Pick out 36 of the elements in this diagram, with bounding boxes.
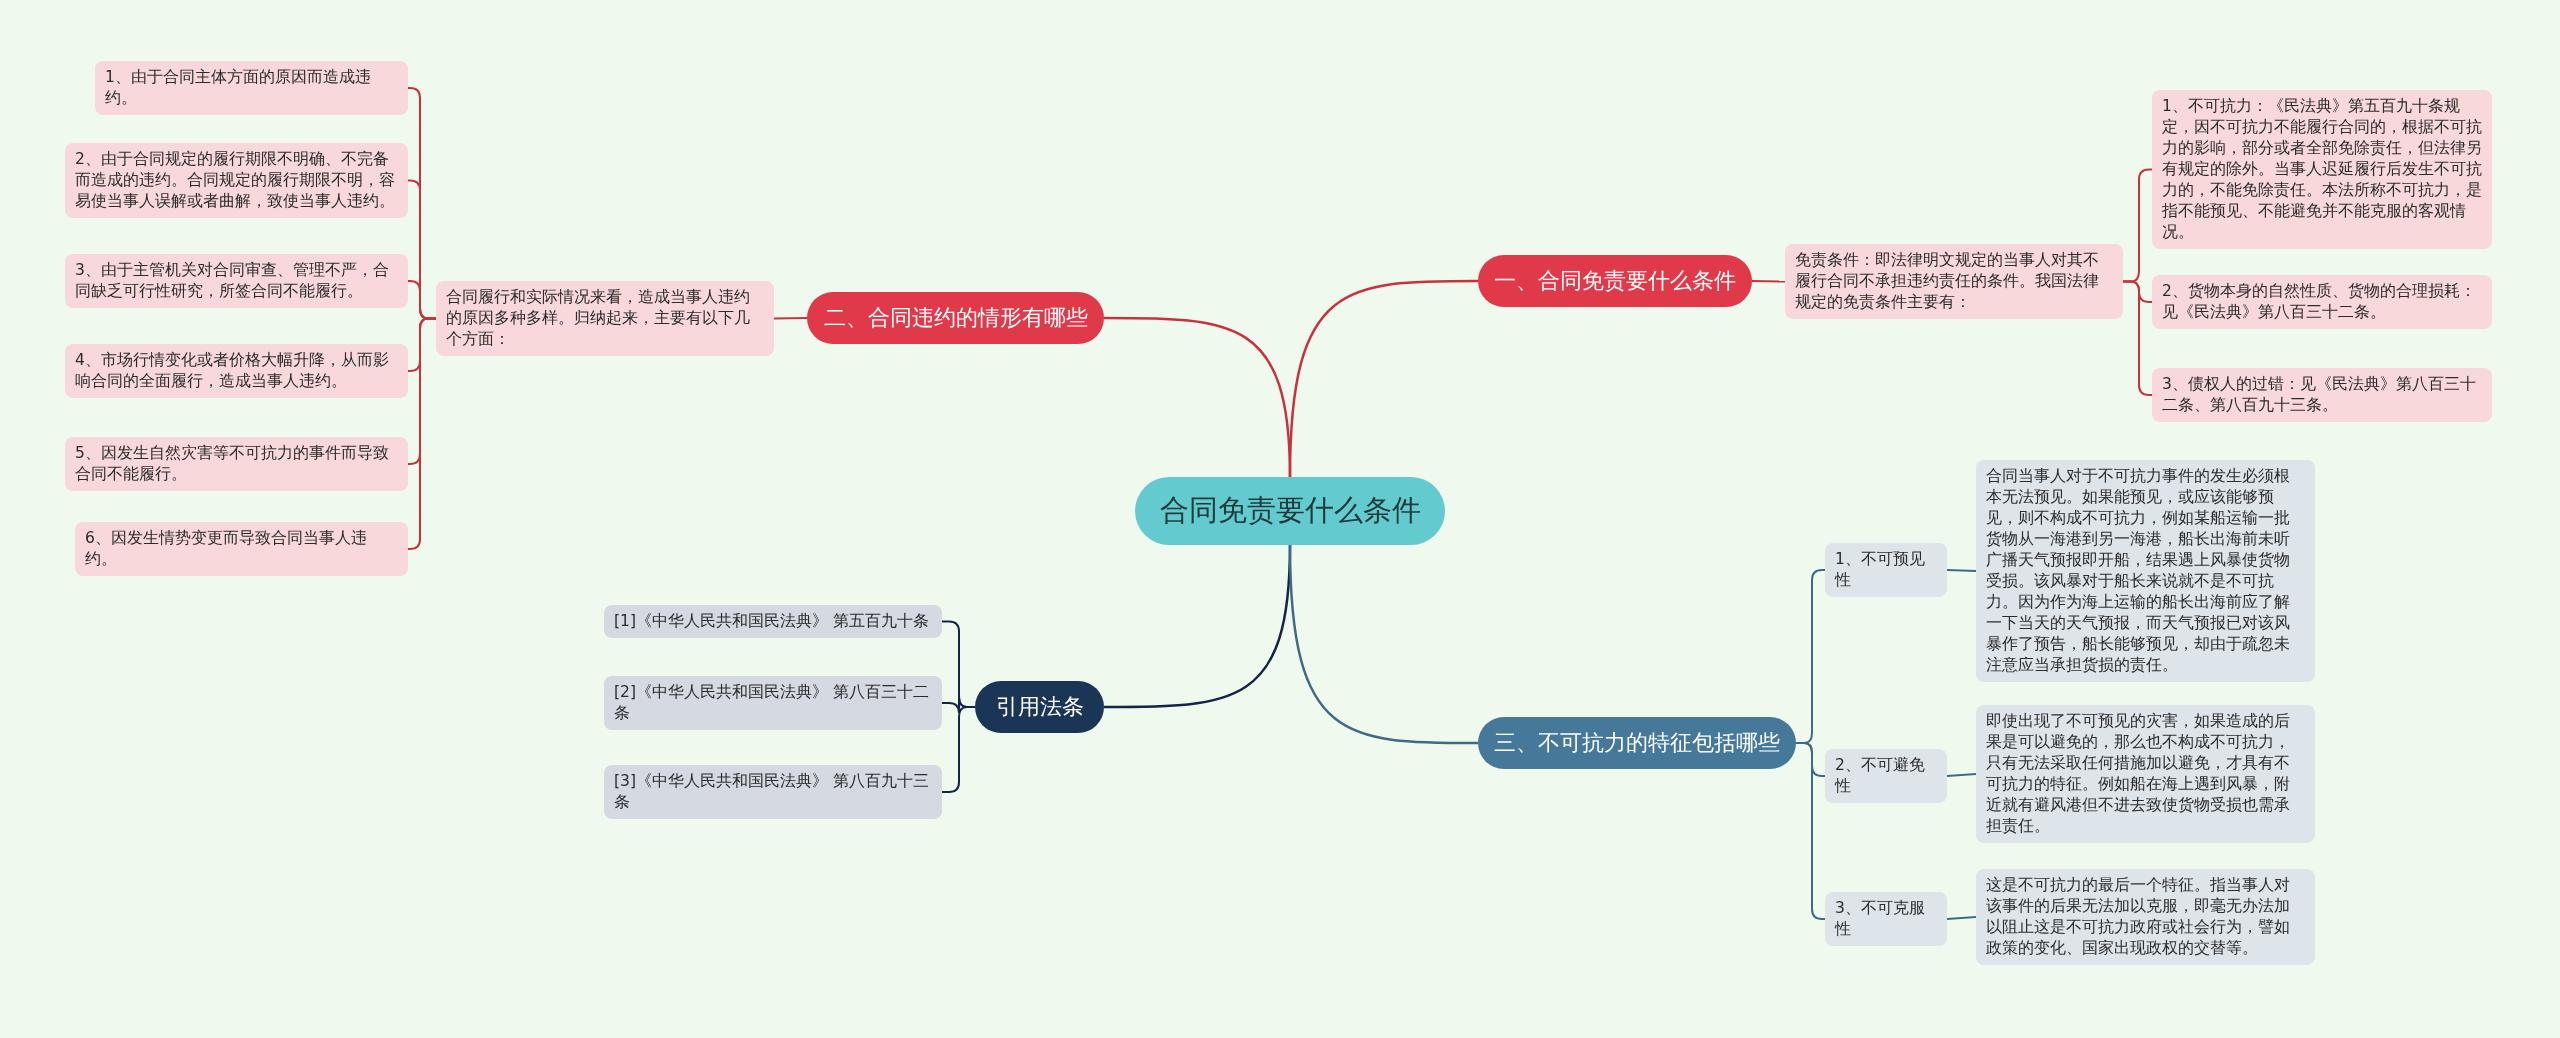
topic-box: 三、不可抗力的特征包括哪些 — [1478, 717, 1796, 769]
connector — [1946, 569, 1977, 572]
note-box: 4、市场行情变化或者价格大幅升降，从而影响合同的全面履行，造成当事人违约。 — [65, 344, 408, 398]
note-box: 合同履行和实际情况来看，造成当事人违约的原因多种多样。归纳起来，主要有以下几个方面： — [436, 280, 774, 356]
connector — [1288, 544, 1478, 745]
connector — [1795, 742, 1826, 920]
connector — [773, 317, 808, 320]
connector — [1946, 916, 1977, 920]
connector — [407, 317, 437, 550]
note-box: 6、因发生情势变更而导致合同当事人违约。 — [75, 522, 408, 576]
connector — [2122, 280, 2153, 396]
connector — [1104, 316, 1292, 478]
note-box: 这是不可抗力的最后一个特征。指当事人对该事件的后果无法加以克服，即毫无办法加以阻止这是不可抗力政府或社会行为，譬如政策的变化、国家出现政权的交替等。 — [1976, 869, 2315, 965]
label-box: 1、不可预见性 — [1825, 543, 1947, 597]
note-box: 合同当事人对于不可抗力事件的发生必须根本无法预见。如果能预见，或应该能够预见，则不构成不可抗力，例如某船运输一批货物从一海港到另一海港，船长出海前未听广播天气预报即开船，结果遇上风暴使货物受损。该风暴对于船长来说就不是不可抗力。因为作为海上运输的船长出海前应了解一下当天的天气预报，而天气预报已对该风暴作了预告，船长能够预见，却由于疏忽未注意应当承担货损的责任。 — [1976, 460, 2315, 682]
note-box: 3、债权人的过错：见《民法典》第八百三十二条、第八百九十三条。 — [2152, 368, 2492, 422]
connector — [941, 706, 976, 793]
note-box: 免责条件：即法律明文规定的当事人对其不履行合同不承担违约责任的条件。我国法律规定的免责条件主要有： — [1785, 243, 2123, 319]
note-box: 3、由于主管机关对合同审查、管理不严，合同缺乏可行性研究，所签合同不能履行。 — [65, 254, 408, 308]
reference-box: [1]《中华人民共和国民法典》 第五百九十条 — [604, 604, 942, 638]
note-box: 即使出现了不可预见的灾害，如果造成的后果是可以避免的，那么也不构成不可抗力，只有无法采取任何措施加以避免，才具有不可抗力的特征。例如船在海上遇到风暴，附近就有避风港但不进去致使货物受损也需承担责任。 — [1976, 705, 2315, 843]
note-box: 1、不可抗力：《民法典》第五百九十条规定，因不可抗力不能履行合同的，根据不可抗力的影响，部分或者全部免除责任，但法律另有规定的除外。当事人迟延履行后发生不可抗力的，不能免除责任。本法所称不可抗力，是指不能预见、不能避免并不能克服的客观情况。 — [2152, 89, 2492, 249]
central-topic: 合同免责要什么条件 — [1135, 477, 1445, 545]
reference-box: [3]《中华人民共和国民法典》 第八百九十三条 — [604, 765, 942, 819]
label-box: 2、不可避免性 — [1825, 749, 1947, 803]
connector — [1946, 773, 1977, 777]
reference-box: [2]《中华人民共和国民法典》 第八百三十二条 — [604, 676, 942, 730]
note-box: 2、由于合同规定的履行期限不明确、不完备而造成的违约。合同规定的履行期限不明，容易使当事人误解或者曲解，致使当事人违约。 — [65, 142, 408, 218]
connector — [1751, 280, 1786, 283]
topic-box: 引用法条 — [975, 681, 1104, 733]
note-box: 1、由于合同主体方面的原因而造成违约。 — [95, 61, 408, 115]
note-box: 2、货物本身的自然性质、货物的合理损耗：见《民法典》第八百三十二条。 — [2152, 275, 2492, 329]
topic-box: 一、合同免责要什么条件 — [1478, 255, 1752, 307]
note-box: 5、因发生自然灾害等不可抗力的事件而导致合同不能履行。 — [65, 437, 408, 491]
label-box: 3、不可克服性 — [1825, 892, 1947, 946]
topic-box: 二、合同违约的情形有哪些 — [807, 292, 1104, 344]
